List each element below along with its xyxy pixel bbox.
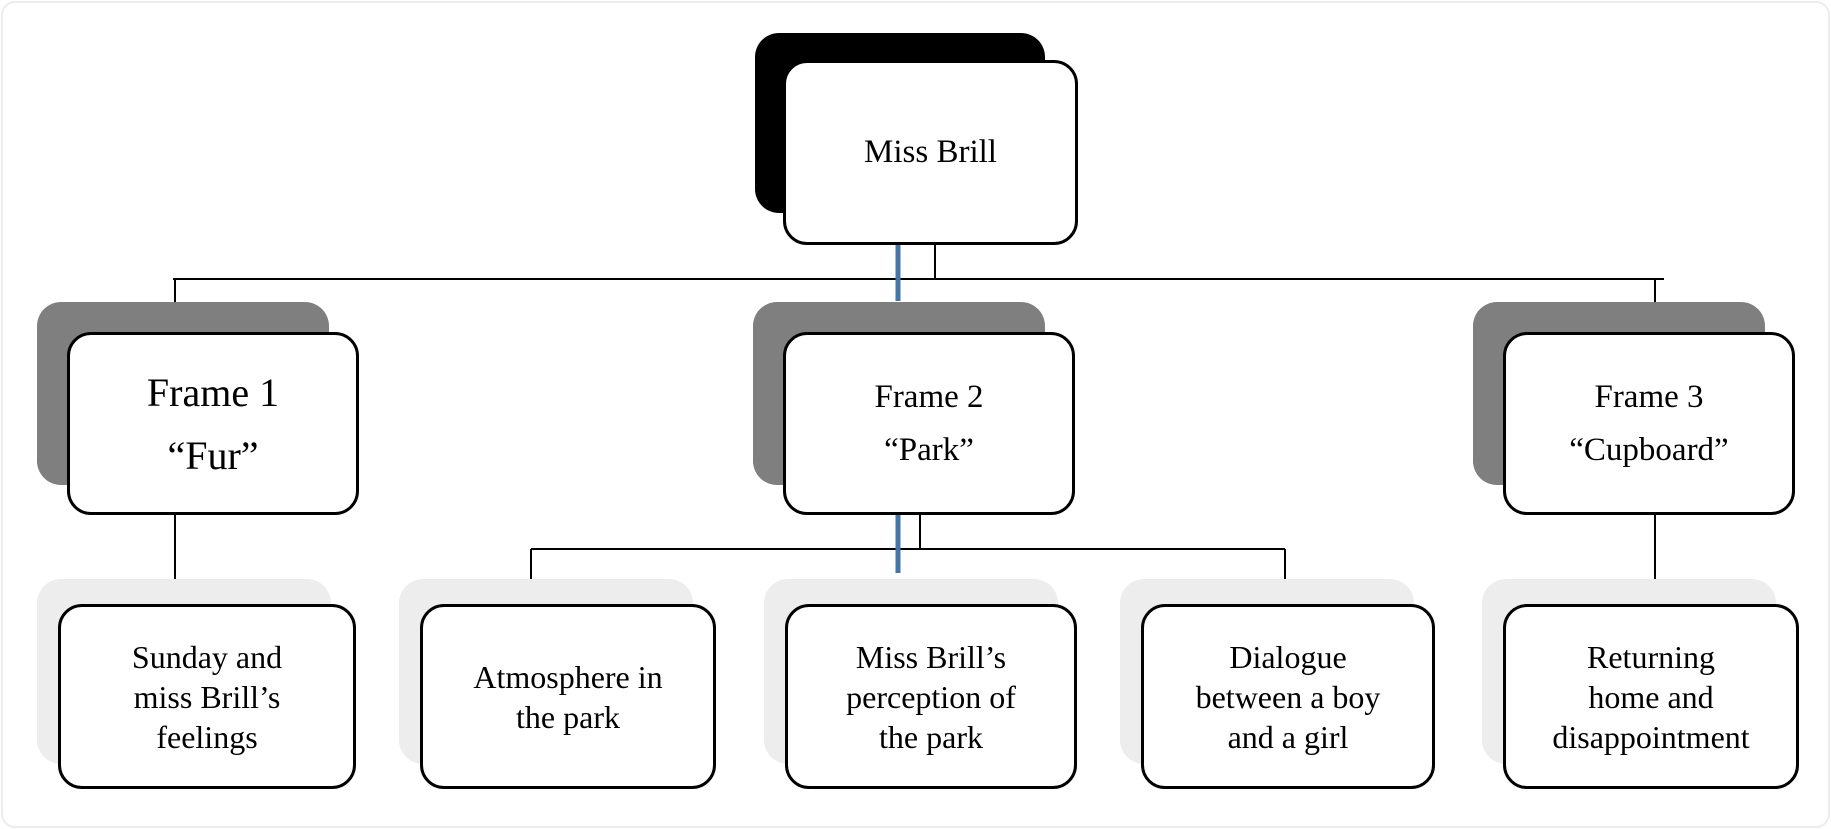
frame1-title: Frame 1 bbox=[146, 369, 280, 415]
frame2-title: Frame 2 bbox=[874, 378, 984, 415]
frame3-title: Frame 3 bbox=[1594, 378, 1704, 415]
leaf5-node: Returning home and disappointment bbox=[1503, 604, 1799, 789]
frame3-node: Frame 3 “Cupboard” bbox=[1503, 332, 1795, 515]
frame2-node: Frame 2 “Park” bbox=[783, 332, 1075, 515]
frame1-node: Frame 1 “Fur” bbox=[67, 332, 359, 515]
leaf3-label: Miss Brill’s perception of the park bbox=[846, 638, 1016, 755]
leaf3-node: Miss Brill’s perception of the park bbox=[785, 604, 1077, 789]
root-node-label: Miss Brill bbox=[864, 134, 997, 170]
leaf5-label: Returning home and disappointment bbox=[1552, 638, 1750, 755]
frame2-to-leaves-connector bbox=[530, 515, 1286, 604]
frame2-subtitle: “Park” bbox=[884, 431, 974, 468]
leaf4-node: Dialogue between a boy and a girl bbox=[1141, 604, 1435, 789]
leaf1-node: Sunday and miss Brill’s feelings bbox=[58, 604, 356, 789]
frame1-subtitle: “Fur” bbox=[167, 432, 259, 478]
leaf4-label: Dialogue between a boy and a girl bbox=[1195, 638, 1381, 755]
root-to-frames-connector bbox=[173, 245, 1664, 332]
leaf1-label: Sunday and miss Brill’s feelings bbox=[131, 638, 283, 755]
frame3-subtitle: “Cupboard” bbox=[1569, 431, 1729, 468]
leaf2-node: Atmosphere in the park bbox=[420, 604, 716, 789]
leaf2-label: Atmosphere in the park bbox=[473, 658, 663, 735]
root-node: Miss Brill bbox=[783, 60, 1078, 245]
